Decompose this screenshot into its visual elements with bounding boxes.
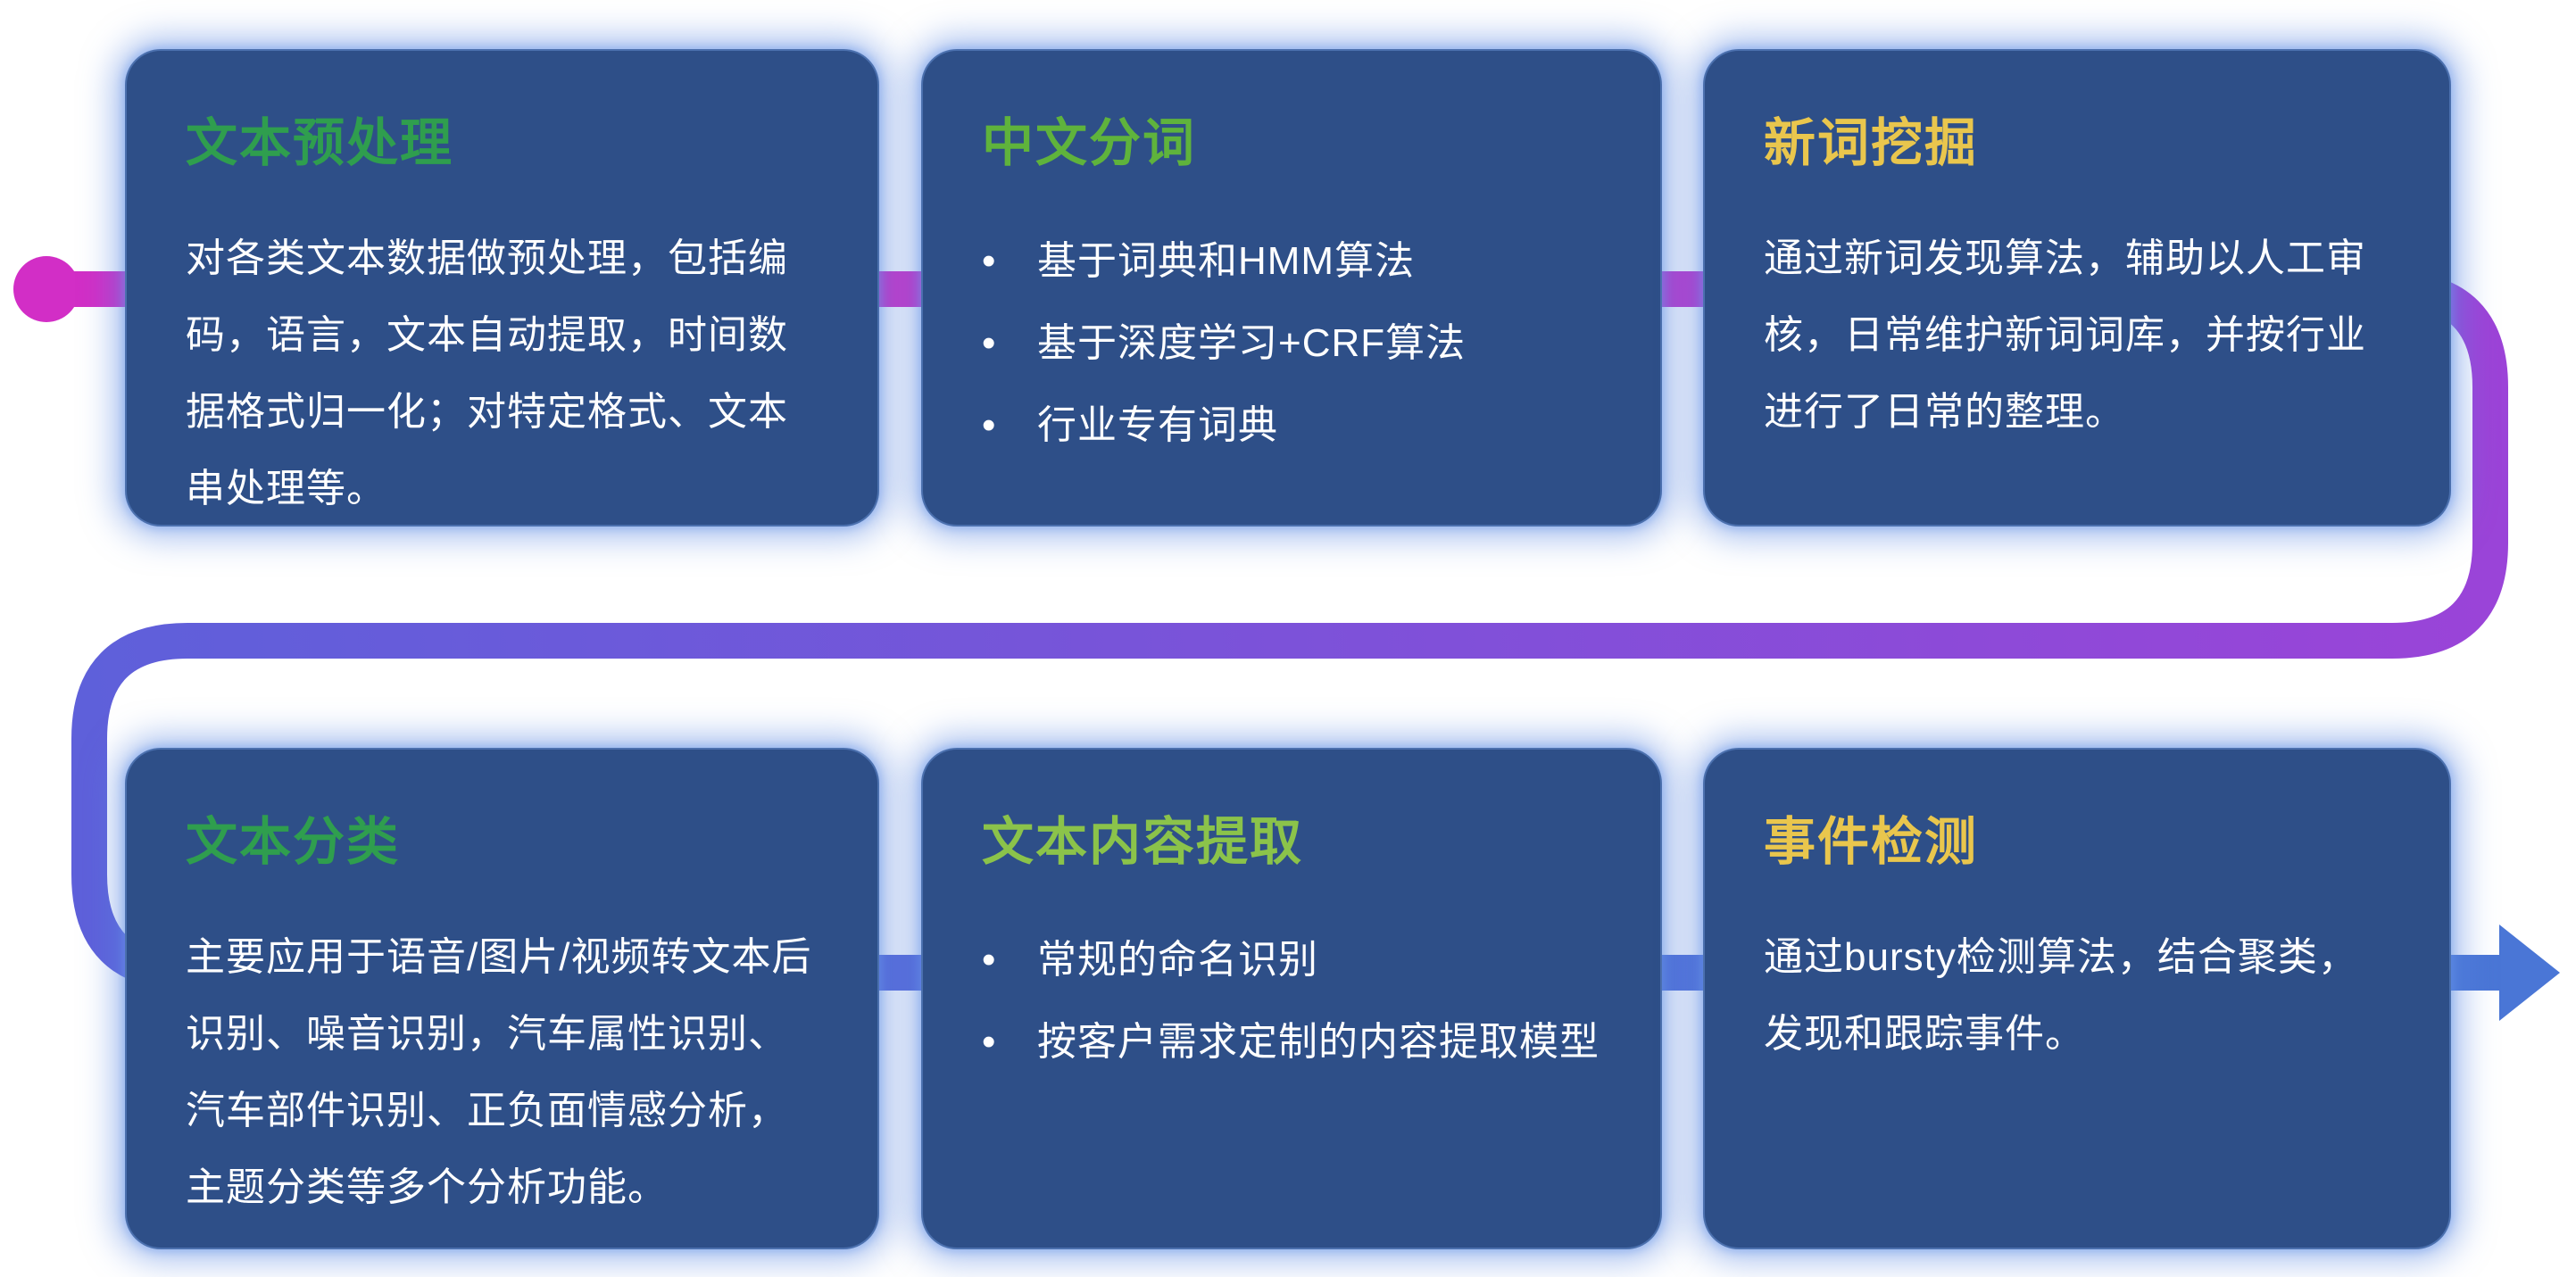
bullet-item: • 常规的命名识别 — [982, 919, 1601, 1001]
card-chinese-word-segmentation: 中文分词 • 基于词典和HMM算法 • 基于深度学习+CRF算法 • 行业专有词… — [921, 49, 1662, 527]
card-body: 通过bursty检测算法，结合聚类，发现和跟踪事件。 — [1764, 935, 2358, 1056]
card-body: 通过新词发现算法，辅助以人工审核，日常维护新词词库，并按行业进行了日常的整理。 — [1764, 236, 2366, 434]
card-bullet-list: • 基于词典和HMM算法 • 基于深度学习+CRF算法 • 行业专有词典 — [982, 220, 1601, 467]
card-body: 主要应用于语音/图片/视频转文本后识别、噪音识别，汽车属性识别、汽车部件识别、正… — [186, 935, 812, 1209]
flow-path-middle — [71, 535, 2508, 870]
bullet-text: 按客户需求定制的内容提取模型 — [1037, 1020, 1600, 1064]
bullet-text: 基于词典和HMM算法 — [1037, 239, 1416, 283]
card-new-word-mining: 新词挖掘 通过新词发现算法，辅助以人工审核，日常维护新词词库，并按行业进行了日常… — [1703, 49, 2451, 527]
card-bullet-list: • 常规的命名识别 • 按客户需求定制的内容提取模型 — [982, 919, 1601, 1083]
flow-start-dot-icon — [13, 256, 79, 322]
bullet-item: • 行业专有词典 — [982, 385, 1601, 467]
card-title: 新词挖掘 — [1764, 114, 1979, 172]
bullet-item: • 基于深度学习+CRF算法 — [982, 303, 1601, 385]
bullet-text: 常规的命名识别 — [1037, 938, 1318, 982]
bullet-text: 行业专有词典 — [1037, 403, 1278, 447]
card-event-detection: 事件检测 通过bursty检测算法，结合聚类，发现和跟踪事件。 — [1703, 748, 2451, 1249]
card-text-preprocessing: 文本预处理 对各类文本数据做预处理，包括编码，语言，文本自动提取，时间数据格式归… — [125, 49, 879, 527]
card-title: 文本预处理 — [186, 114, 454, 172]
flow-arrow-icon — [2499, 925, 2560, 1021]
bullet-icon: • — [982, 239, 997, 283]
card-text-content-extraction: 文本内容提取 • 常规的命名识别 • 按客户需求定制的内容提取模型 — [921, 748, 1662, 1249]
bullet-text: 基于深度学习+CRF算法 — [1037, 321, 1467, 365]
card-title: 文本内容提取 — [982, 813, 1304, 871]
bullet-icon: • — [982, 321, 997, 365]
card-text-classification: 文本分类 主要应用于语音/图片/视频转文本后识别、噪音识别，汽车属性识别、汽车部… — [125, 748, 879, 1249]
card-body: 对各类文本数据做预处理，包括编码，语言，文本自动提取，时间数据格式归一化；对特定… — [186, 236, 788, 510]
bullet-item: • 基于词典和HMM算法 — [982, 220, 1601, 303]
bullet-icon: • — [982, 403, 997, 447]
bullet-icon: • — [982, 938, 997, 982]
bullet-item: • 按客户需求定制的内容提取模型 — [982, 1001, 1601, 1083]
card-title: 文本分类 — [186, 813, 401, 871]
card-title: 事件检测 — [1764, 813, 1979, 871]
bullet-icon: • — [982, 1020, 997, 1064]
card-title: 中文分词 — [982, 114, 1197, 172]
